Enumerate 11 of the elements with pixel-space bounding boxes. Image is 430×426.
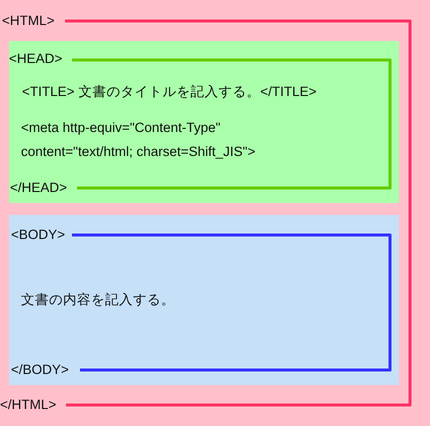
code-line: <TITLE> 文書のタイトルを記入する。</TITLE>: [22, 83, 317, 101]
text-line: 文書の内容を記入する。: [21, 291, 175, 309]
closing-tag: </HEAD>: [10, 179, 68, 197]
head-panel: [9, 41, 399, 203]
opening-tag: <BODY>: [11, 226, 66, 244]
body-panel: [9, 215, 399, 385]
opening-tag: <HTML>: [2, 12, 55, 30]
opening-tag: <HEAD>: [9, 50, 62, 68]
closing-tag: </HTML>: [0, 396, 56, 414]
closing-tag: </BODY>: [11, 361, 69, 379]
code-line: <meta http-equiv="Content-Type" content="text/html; charset=Shift_JIS">: [21, 119, 256, 161]
